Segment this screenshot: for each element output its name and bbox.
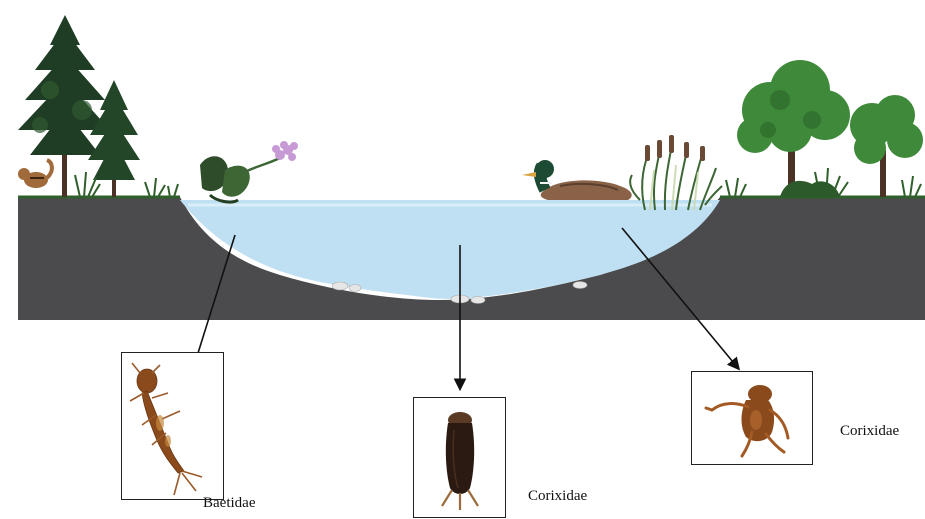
duck-icon	[522, 160, 632, 200]
corixidae-brown-nymph-icon	[692, 372, 814, 466]
specimen-label-baetidae: Baetidae	[203, 495, 255, 512]
pine-tree-icon	[18, 15, 110, 197]
water-hyacinth-icon	[200, 141, 298, 202]
corixidae-dark-nymph-icon	[414, 398, 507, 519]
specimen-label-corixidae-middle: Corixidae	[528, 488, 587, 505]
specimen-box-corixidae-right	[691, 371, 813, 465]
chipmunk-icon	[18, 160, 52, 188]
specimen-box-corixidae-middle	[413, 397, 506, 518]
specimen-label-corixidae-right: Corixidae	[840, 423, 899, 440]
deciduous-tree-icon	[737, 60, 850, 197]
cattail-icon	[630, 135, 722, 210]
specimen-box-baetidae	[121, 352, 224, 500]
baetidae-larva-icon	[122, 353, 225, 501]
